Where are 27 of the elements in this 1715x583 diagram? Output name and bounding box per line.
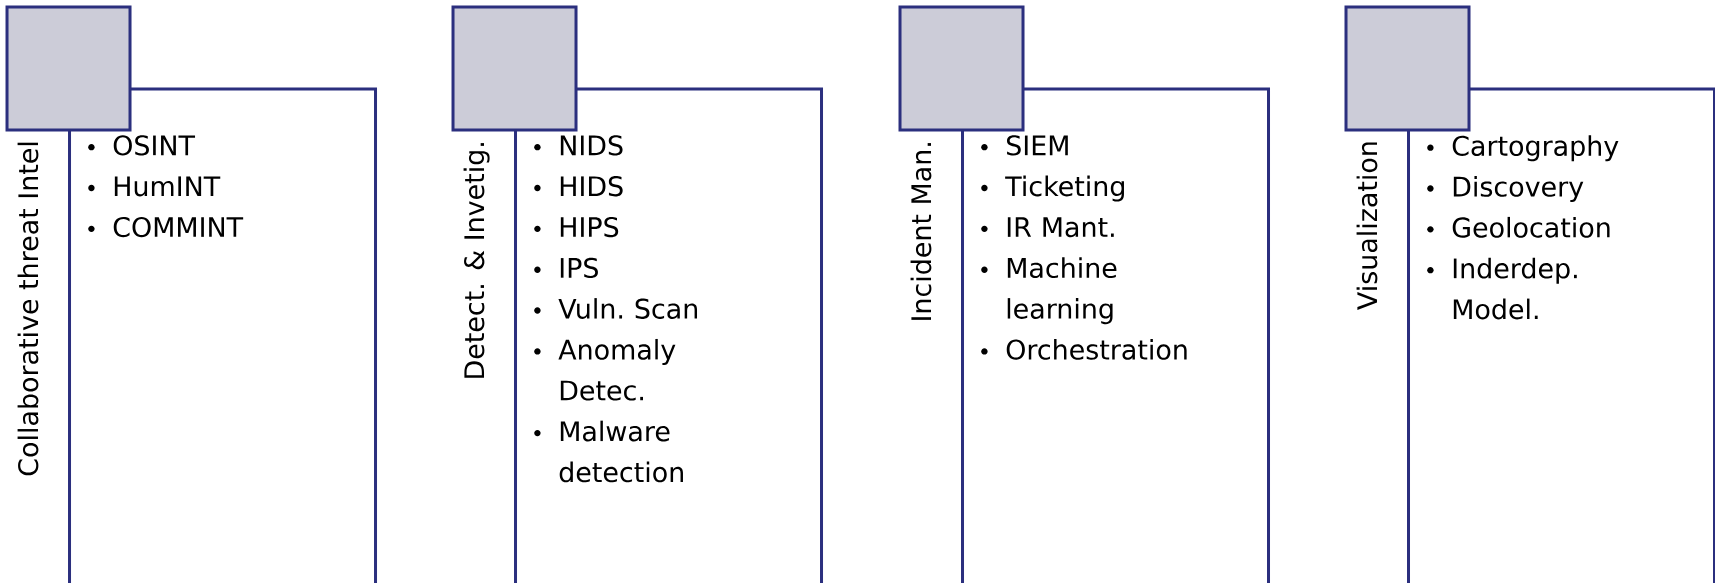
bullet-item: HumINT — [88, 176, 221, 197]
vertical-heading: Visualization — [1356, 142, 1378, 310]
square — [898, 5, 1025, 132]
bullet-item: HIDS — [534, 176, 623, 197]
vertical-heading: Collaborative threat Intel — [17, 142, 39, 476]
bullet-item: OSINT — [88, 135, 196, 156]
square — [5, 5, 132, 132]
bullet-item: Ticketing — [981, 175, 1124, 202]
bullet-item: SIEM — [981, 135, 1068, 156]
bullet-item: Anomaly Detec. — [534, 338, 676, 401]
square — [451, 5, 578, 132]
vertical-heading: Detect. & Invetig. — [463, 143, 490, 378]
bullet-item: HIPS — [534, 216, 619, 238]
bullet-item: Cartography — [1427, 135, 1619, 162]
bullet-item: IPS — [534, 257, 598, 279]
bullet-item: COMMINT — [88, 216, 244, 238]
bullet-item: Discovery — [1427, 176, 1584, 203]
bullet-item: Geolocation — [1427, 216, 1610, 238]
bullet-item: Vuln. Scan — [534, 298, 697, 319]
bullet-item: Malware detection — [534, 420, 683, 483]
bullet-item: Inderdep. Model. — [1427, 257, 1577, 320]
bullet-item: IR Mant. — [981, 217, 1114, 238]
bullet-item: NIDS — [534, 135, 623, 156]
bullet-item: Machine learning — [981, 257, 1117, 325]
square — [1344, 5, 1471, 132]
vertical-heading: Incident Man. — [910, 143, 932, 320]
bullet-item: Orchestration — [981, 338, 1187, 360]
